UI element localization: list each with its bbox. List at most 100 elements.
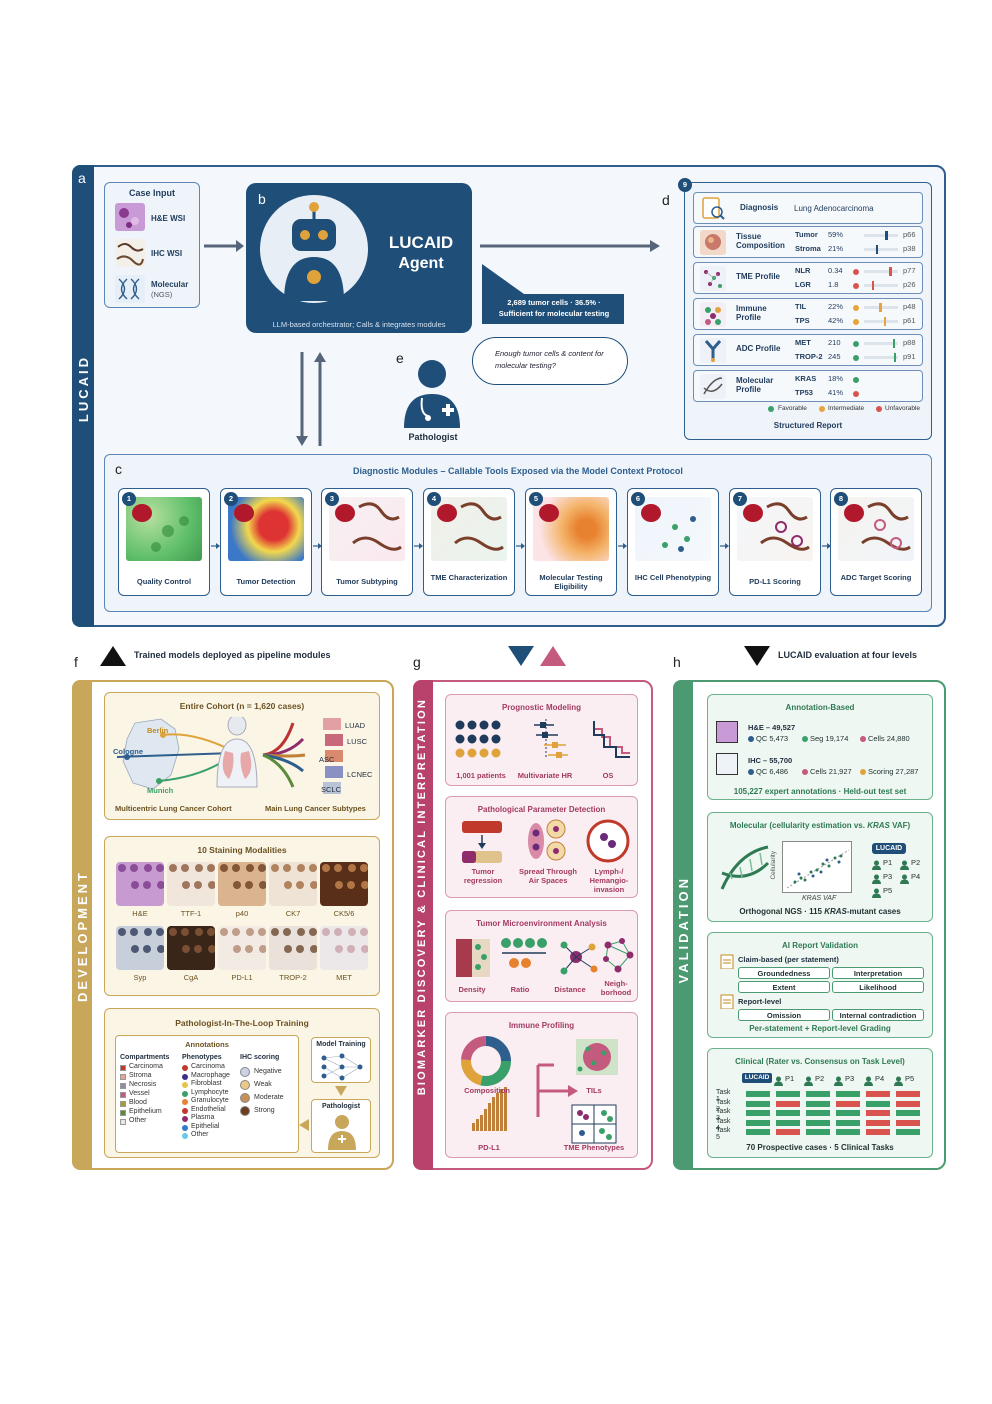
ihc-score-swatch xyxy=(240,1067,250,1077)
metric-value: 59% xyxy=(828,230,844,239)
module-arrow-icon xyxy=(516,537,525,549)
prog-label-hr: Multivariate HR xyxy=(517,771,573,780)
tme-illustration xyxy=(456,938,634,977)
annotations-box: Annotations Compartments Phenotypes IHC … xyxy=(115,1035,299,1153)
module-label: IHC Cell Phenotyping xyxy=(634,573,712,582)
mol-footer-post: -mutant cases xyxy=(846,907,901,916)
stain-tile xyxy=(320,926,369,970)
percentile-track xyxy=(864,248,898,251)
compartment-swatch xyxy=(120,1074,126,1080)
triangle-down-icon xyxy=(744,646,770,666)
metric-value: 18% xyxy=(828,374,844,383)
compartment-label: Stroma xyxy=(129,1072,152,1079)
agent-box: b LUCAID Agent LLM-based orchestrator; C… xyxy=(246,183,472,333)
percentile-label: p77 xyxy=(903,266,916,275)
triangle-pair-icon xyxy=(508,646,566,666)
prognostic-title: Prognostic Modeling xyxy=(501,703,582,712)
agreement-cell xyxy=(866,1119,890,1126)
case-item-he: H&E WSI xyxy=(151,214,186,223)
metric-key: NLR xyxy=(795,266,811,275)
lucaid-side-label: LUCAID xyxy=(76,355,91,423)
annot-footer: 105,227 expert annotations · Held-out te… xyxy=(733,787,907,796)
compartment-label: Vessel xyxy=(129,1090,150,1097)
letter-c: c xyxy=(115,461,122,477)
report-row-label: Immune Profile xyxy=(736,304,767,322)
stain-label: CK5/6 xyxy=(333,909,355,918)
legend-intermediate: Intermediate xyxy=(828,405,865,412)
agreement-cell xyxy=(806,1119,830,1126)
person-icon xyxy=(900,871,909,884)
phenotype-label: Lymphocyte xyxy=(191,1088,229,1096)
agreement-cell xyxy=(896,1091,920,1097)
mol-footer-pre: Orthogonal NGS · 115 xyxy=(739,907,825,916)
compartment-label: Carcinoma xyxy=(129,1063,163,1070)
annotations-title: Annotations xyxy=(185,1040,229,1049)
scatter-plot xyxy=(782,841,852,893)
compartments-title: Compartments xyxy=(120,1054,170,1061)
mol-footer-em: KRAS xyxy=(824,907,847,916)
report-row-label: TME Profile xyxy=(736,272,781,281)
phenotype-dot xyxy=(182,1099,188,1105)
stain-label: p40 xyxy=(235,909,249,918)
mol-title-em: KRAS xyxy=(867,821,890,830)
agreement-cell xyxy=(746,1119,770,1126)
stain-label: PD-L1 xyxy=(231,973,253,982)
status-dot xyxy=(853,305,859,311)
agreement-cell xyxy=(866,1129,890,1135)
tme-label-ratio: Ratio xyxy=(510,985,530,994)
stain-label: Syp xyxy=(133,973,147,982)
cohort-title: Entire Cohort (n = 1,620 cases) xyxy=(179,701,305,711)
param-label-regression: Tumor regression xyxy=(463,867,503,885)
module-label: ADC Target Scoring xyxy=(840,573,912,582)
agreement-cell xyxy=(836,1091,860,1097)
agreement-cell xyxy=(836,1129,860,1135)
ihc-score-label: Strong xyxy=(254,1107,275,1114)
mol-xlabel: KRAS VAF xyxy=(802,895,837,902)
phenotype-dot xyxy=(182,1133,188,1139)
mol-ylabel: Cellularity xyxy=(770,851,777,880)
agreement-cell xyxy=(866,1110,890,1116)
module-tile-4 xyxy=(431,497,507,561)
ihc-score-label: Moderate xyxy=(254,1094,284,1101)
pathologist-id: P5 xyxy=(883,886,893,895)
ihc-qc: QC 6,486 xyxy=(756,767,789,776)
metric-value: 1.8 xyxy=(828,280,839,289)
agent-callout-line2: Sufficient for molecular testing xyxy=(498,309,610,318)
phenotype-dot xyxy=(182,1116,188,1122)
ihc-cells-dot xyxy=(802,769,808,775)
percentile-label: p26 xyxy=(903,280,916,289)
metric-value: 22% xyxy=(828,302,844,311)
phenotype-label: Macrophage xyxy=(191,1071,230,1079)
clin-title: Clinical (Rater vs. Consensus on Task Le… xyxy=(735,1057,905,1066)
tme-box: Tumor Microenvironment Analysis Density … xyxy=(445,910,638,1002)
robot-icon xyxy=(284,202,344,301)
stain-tile xyxy=(116,926,165,970)
module-number: 3 xyxy=(325,492,339,506)
dna-helix-icon xyxy=(720,845,770,890)
percentile-label: p61 xyxy=(903,316,916,325)
ihc-score-swatch xyxy=(240,1093,250,1103)
report-row-diagnosis: Diagnosis Lung Adenocarcinoma xyxy=(693,192,923,224)
loop-arrow-down xyxy=(335,1086,347,1096)
module-label: TME Characterization xyxy=(430,573,508,582)
loop-pathologist-label: Pathologist xyxy=(321,1103,361,1110)
loop-box: Pathologist-In-The-Loop Training Annotat… xyxy=(104,1008,380,1158)
agreement-cell xyxy=(866,1091,890,1097)
stain-label: TROP-2 xyxy=(279,973,307,982)
stain-tile xyxy=(218,862,267,906)
compartment-label: Other xyxy=(129,1117,147,1124)
chip-likelihood: Likelihood xyxy=(832,981,924,993)
compartment-label: Blood xyxy=(129,1099,147,1106)
metric-value: 245 xyxy=(828,352,841,361)
